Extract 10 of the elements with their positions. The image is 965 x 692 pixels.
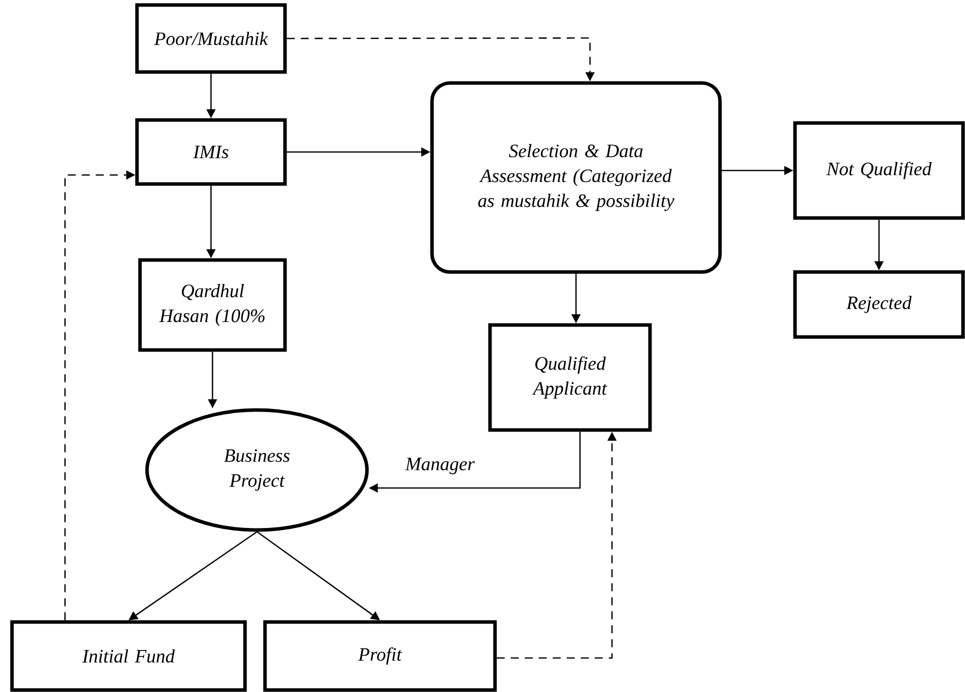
process-box: Qardhul Hasan (100%: [138, 258, 287, 352]
process-box: Initial Fund: [10, 620, 247, 692]
edge-label: Manager: [404, 456, 476, 476]
process-box: Profit: [263, 620, 497, 692]
decision-box: Selection & Data Assessment (Categorized as mustahik & possibility: [430, 81, 722, 274]
process-box: IMIs: [135, 118, 287, 186]
process-box: Poor/Mustahik: [135, 3, 287, 74]
process-box: Qualified Applicant: [488, 323, 652, 432]
process-box: Rejected: [793, 270, 965, 339]
process-box: Not Qualified: [793, 121, 965, 220]
